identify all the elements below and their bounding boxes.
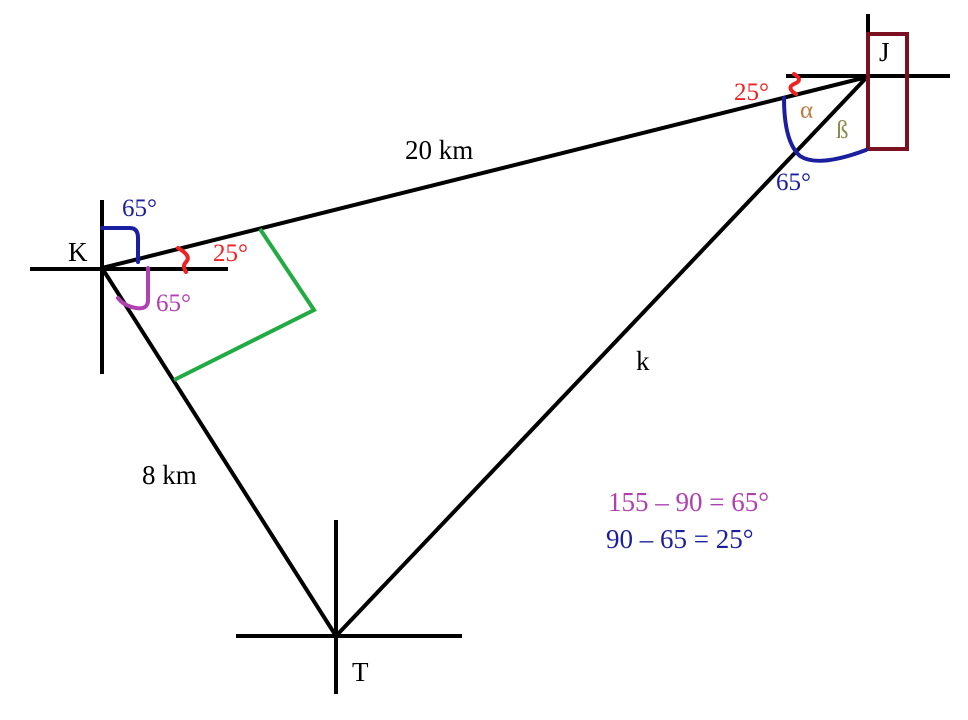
- angle-label-j-west: 25°: [734, 79, 769, 106]
- angle-arc-j-inner: [782, 96, 868, 163]
- side-jt: [334, 75, 869, 638]
- side-kj: [100, 75, 869, 270]
- angle-arc-j-west: [788, 72, 801, 96]
- angle-label-beta: ß: [836, 117, 849, 144]
- equation-line-1: 155 – 90 = 65°: [608, 487, 769, 517]
- angle-label-k-north: 65°: [122, 195, 157, 222]
- angle-label-j-inner: 65°: [776, 169, 811, 196]
- distance-label-kj: 20 km: [405, 135, 473, 165]
- point-label-k: K: [68, 237, 88, 267]
- angle-arc-k-north: [100, 226, 140, 264]
- side-kt: [100, 266, 338, 638]
- equation-line-2: 90 – 65 = 25°: [606, 524, 754, 554]
- compass-cross-t: [236, 520, 462, 694]
- distance-label-kt: 8 km: [142, 460, 197, 490]
- angle-arc-k-east: [176, 246, 190, 274]
- green-perpendicular-construction: [173, 227, 317, 382]
- point-label-t: T: [352, 657, 369, 687]
- angle-label-k-east: 25°: [213, 240, 248, 267]
- j-box: [866, 32, 909, 151]
- point-label-j: J: [879, 37, 890, 67]
- triangle: [100, 75, 869, 638]
- distance-label-jt: k: [636, 346, 650, 376]
- angle-label-alpha: α: [800, 97, 813, 124]
- angle-label-k-bearing: 65°: [156, 290, 191, 317]
- angle-arc-k-bearing: [116, 266, 150, 311]
